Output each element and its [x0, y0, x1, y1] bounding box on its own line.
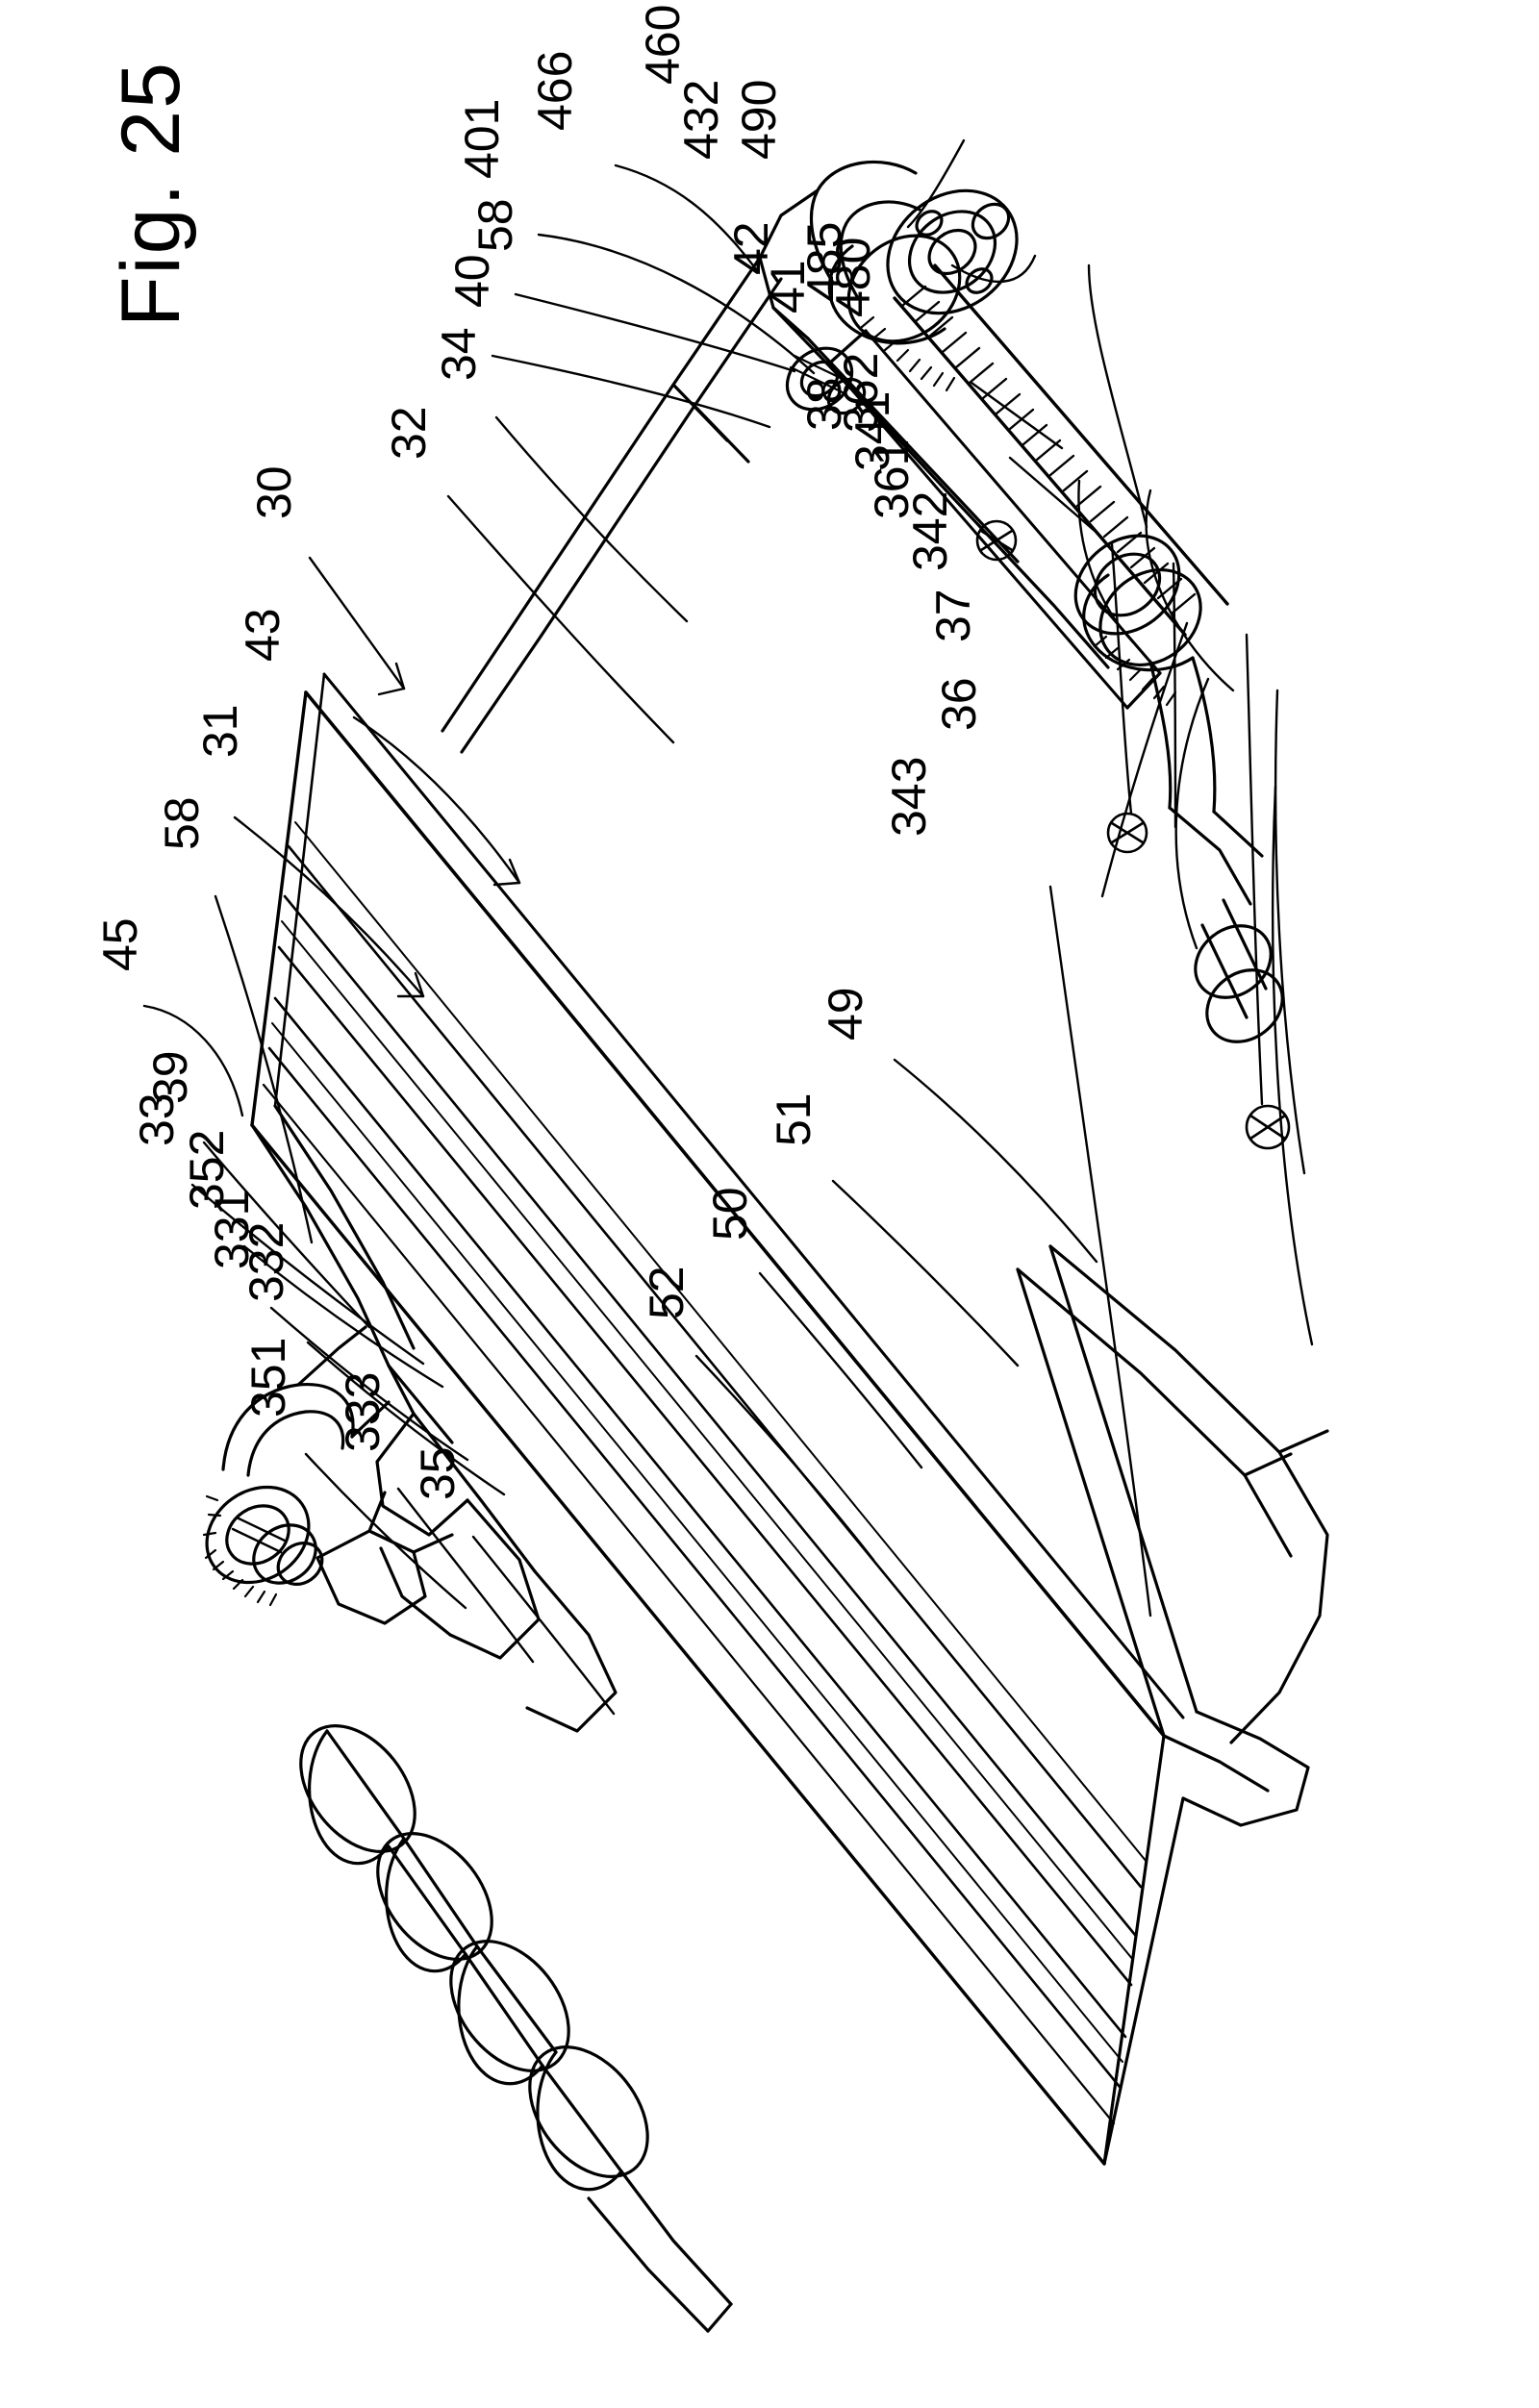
reference-numeral-432: 432: [674, 79, 728, 160]
reference-numeral-333: 333: [336, 1371, 390, 1452]
reference-numeral-50: 50: [703, 1187, 757, 1241]
reference-numeral-31: 31: [193, 704, 247, 758]
reference-numeral-37: 37: [926, 589, 980, 642]
reference-numeral-58-lower: 58: [155, 796, 209, 850]
reference-numeral-33: 33: [130, 1092, 184, 1146]
reference-numeral-35: 35: [411, 1446, 465, 1500]
reference-numeral-51: 51: [767, 1092, 820, 1146]
reference-numeral-401: 401: [455, 98, 509, 179]
reference-numeral-34: 34: [432, 327, 486, 381]
reference-numeral-32: 32: [382, 406, 436, 460]
reference-numeral-40: 40: [445, 254, 499, 308]
reference-numeral-460: 460: [636, 4, 690, 85]
reference-numeral-466: 466: [528, 50, 582, 131]
reference-numeral-49: 49: [819, 987, 872, 1041]
reference-numeral-342: 342: [903, 490, 957, 571]
reference-numeral-36: 36: [932, 677, 986, 731]
reference-numeral-351: 351: [241, 1337, 295, 1417]
reference-numeral-480: 480: [826, 237, 880, 317]
reference-numeral-332: 332: [240, 1221, 293, 1302]
reference-numeral-490: 490: [732, 79, 786, 160]
reference-numeral-58-upper: 58: [468, 198, 522, 252]
reference-numeral-343: 343: [882, 756, 936, 837]
reference-numeral-45: 45: [93, 917, 147, 971]
reference-numeral-30: 30: [247, 465, 301, 519]
reference-numeral-43: 43: [236, 608, 290, 662]
figure-title: Fig. 25: [105, 61, 197, 327]
reference-numeral-52: 52: [640, 1266, 694, 1319]
